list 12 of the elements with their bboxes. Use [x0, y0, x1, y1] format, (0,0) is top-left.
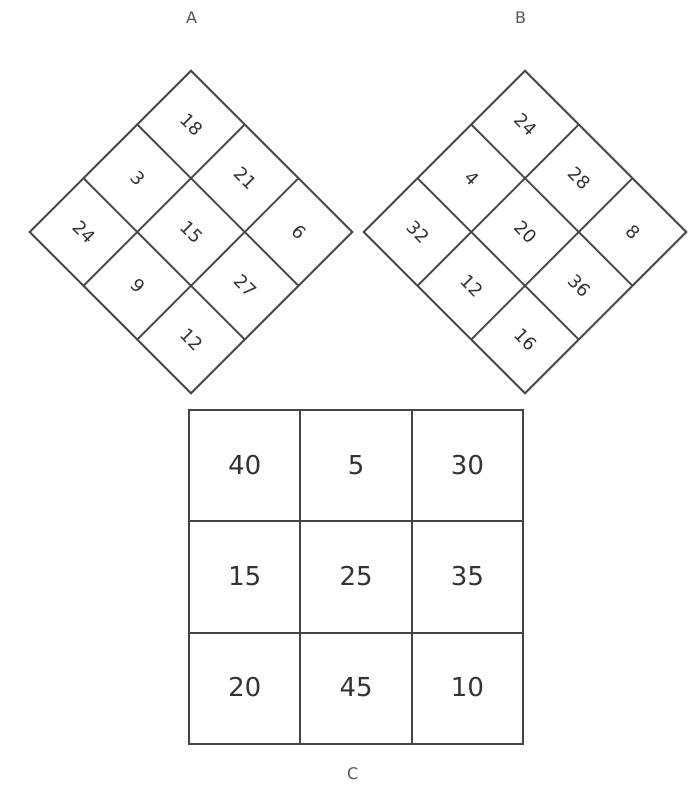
table-cell: 35 — [412, 522, 522, 632]
table-cell: 40 — [190, 411, 300, 520]
table-cell: 5 — [301, 411, 411, 520]
table-cell: 25 — [301, 522, 411, 632]
square-letter: C — [347, 764, 358, 783]
table-cell: 45 — [301, 634, 411, 743]
square-letter: B — [515, 8, 526, 27]
table-cell: 20 — [190, 634, 300, 743]
square-letter: A — [186, 8, 197, 27]
table-cell: 15 — [190, 522, 300, 632]
table-cell: 10 — [412, 634, 522, 743]
table-cell: 30 — [412, 411, 522, 520]
